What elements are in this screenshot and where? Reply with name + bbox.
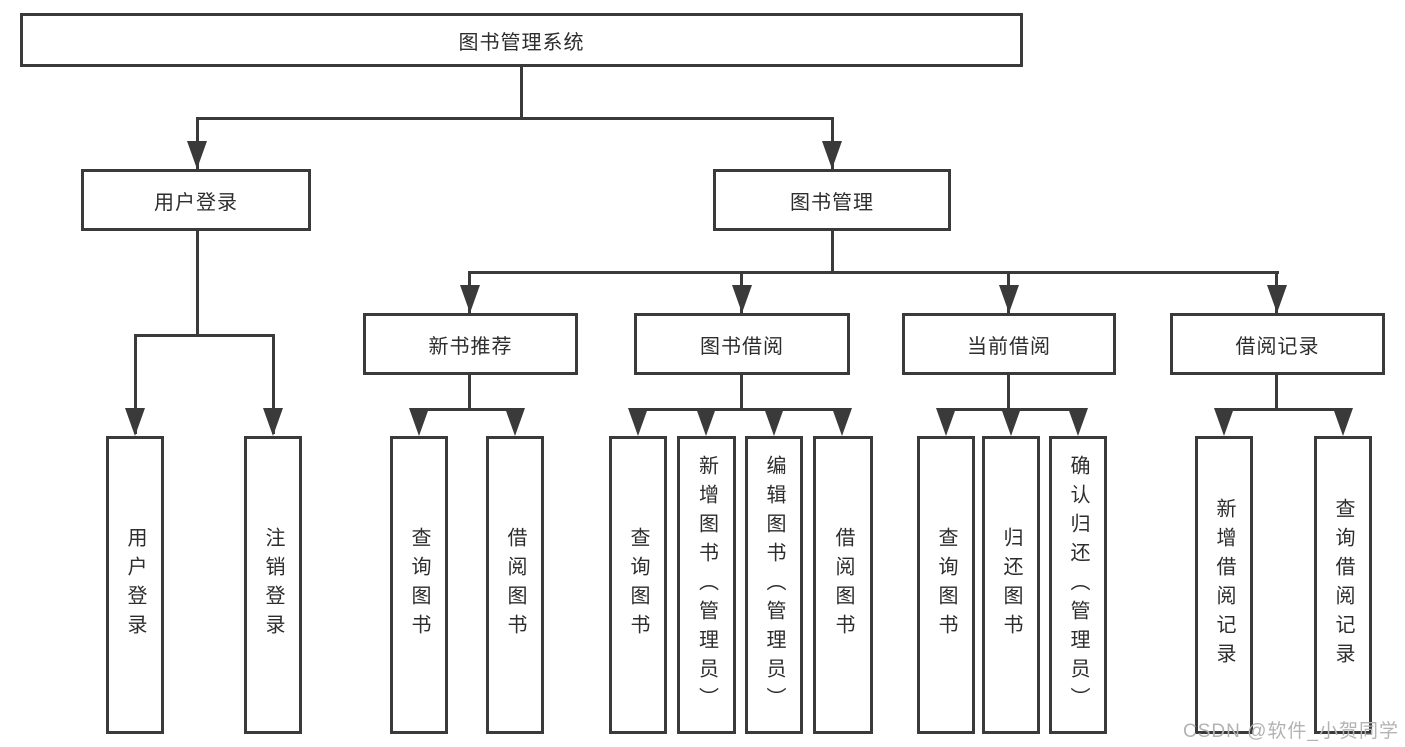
leaf-logout: 注销登录 xyxy=(244,436,302,734)
connector-bookmgmt-stem xyxy=(831,229,834,274)
arrow-down-icon xyxy=(187,141,207,169)
connector-bookborrow-hline xyxy=(636,408,844,411)
arrow-down-icon xyxy=(505,408,525,436)
leaf-query-borrow-record: 查询借阅记录 xyxy=(1314,436,1372,734)
node-root: 图书管理系统 xyxy=(20,13,1023,67)
arrow-down-icon xyxy=(125,408,145,436)
arrow-down-icon xyxy=(1267,285,1287,313)
leaf-query-books-recommend-label: 查询图书 xyxy=(408,527,430,643)
arrow-down-icon xyxy=(732,285,752,313)
arrow-down-icon xyxy=(764,408,784,436)
leaf-user-login: 用户登录 xyxy=(106,436,164,734)
leaf-add-borrow-record: 新增借阅记录 xyxy=(1195,436,1253,734)
leaf-query-books-current-label: 查询图书 xyxy=(935,527,957,643)
csdn-watermark: CSDN @软件_小贺同学 xyxy=(1183,721,1399,742)
connector-userlogin-stem xyxy=(196,229,199,336)
leaf-return-book: 归还图书 xyxy=(982,436,1040,734)
node-borrow-records: 借阅记录 xyxy=(1170,313,1385,375)
leaf-query-books-borrow-label: 查询图书 xyxy=(627,527,649,643)
arrow-down-icon xyxy=(628,408,648,436)
leaf-query-books-current: 查询图书 xyxy=(917,436,975,734)
arrow-down-icon xyxy=(460,285,480,313)
arrow-down-icon xyxy=(263,408,283,436)
arrow-down-icon xyxy=(696,408,716,436)
node-user-login-label: 用户登录 xyxy=(154,191,238,214)
node-book-borrowing-label: 图书借阅 xyxy=(700,335,784,358)
connector-root-stem xyxy=(520,65,523,119)
leaf-query-borrow-record-label: 查询借阅记录 xyxy=(1332,498,1354,672)
connector-newbooks-stem xyxy=(468,373,471,411)
leaf-borrow-books-label: 借阅图书 xyxy=(832,527,854,643)
arrow-down-icon xyxy=(409,408,429,436)
node-new-book-recommend: 新书推荐 xyxy=(363,313,578,375)
leaf-confirm-return-admin: 确认归还（管理员） xyxy=(1049,436,1107,734)
arrow-down-icon xyxy=(1333,408,1353,436)
leaf-edit-book-admin-label: 编辑图书（管理员） xyxy=(763,454,785,716)
arrow-down-icon xyxy=(999,285,1019,313)
leaf-borrow-books-recommend-label: 借阅图书 xyxy=(504,527,526,643)
leaf-user-login-label: 用户登录 xyxy=(124,527,146,643)
leaf-logout-label: 注销登录 xyxy=(262,527,284,643)
node-borrow-records-label: 借阅记录 xyxy=(1235,335,1320,358)
leaf-add-book-admin: 新增图书（管理员） xyxy=(677,436,736,734)
node-root-label: 图书管理系统 xyxy=(458,31,585,54)
arrow-down-icon xyxy=(1001,408,1021,436)
connector-bookborrow-stem xyxy=(740,373,743,411)
node-new-book-recommend-label: 新书推荐 xyxy=(428,335,513,358)
leaf-add-book-admin-label: 新增图书（管理员） xyxy=(695,454,718,716)
connector-borrowrecords-stem xyxy=(1275,373,1278,411)
arrow-down-icon xyxy=(1068,408,1088,436)
connector-root-hline xyxy=(196,117,834,120)
connector-bookmgmt-hline xyxy=(468,271,1279,274)
node-user-login: 用户登录 xyxy=(81,169,311,231)
leaf-return-book-label: 归还图书 xyxy=(1000,527,1022,643)
connector-userlogin-right-drop xyxy=(272,334,275,434)
leaf-edit-book-admin: 编辑图书（管理员） xyxy=(745,436,803,734)
leaf-borrow-books: 借阅图书 xyxy=(813,436,873,734)
arrow-down-icon xyxy=(832,408,852,436)
node-book-borrowing: 图书借阅 xyxy=(634,313,850,375)
leaf-query-books-borrow: 查询图书 xyxy=(609,436,667,734)
node-current-borrowing: 当前借阅 xyxy=(902,313,1116,375)
leaf-add-borrow-record-label: 新增借阅记录 xyxy=(1213,498,1235,672)
node-book-management: 图书管理 xyxy=(713,169,951,231)
node-current-borrowing-label: 当前借阅 xyxy=(967,335,1051,358)
connector-borrowrecords-hline xyxy=(1222,408,1345,411)
leaf-borrow-books-recommend: 借阅图书 xyxy=(486,436,544,734)
connector-newbooks-hline xyxy=(417,408,518,411)
connector-userlogin-hline xyxy=(134,334,275,337)
connector-currentborrow-stem xyxy=(1007,373,1010,411)
connector-userlogin-left-drop xyxy=(134,334,137,434)
arrow-down-icon xyxy=(936,408,956,436)
arrow-down-icon xyxy=(822,141,842,169)
arrow-down-icon xyxy=(1214,408,1234,436)
leaf-query-books-recommend: 查询图书 xyxy=(390,436,448,734)
leaf-confirm-return-admin-label: 确认归还（管理员） xyxy=(1067,454,1089,716)
node-book-management-label: 图书管理 xyxy=(790,191,874,214)
